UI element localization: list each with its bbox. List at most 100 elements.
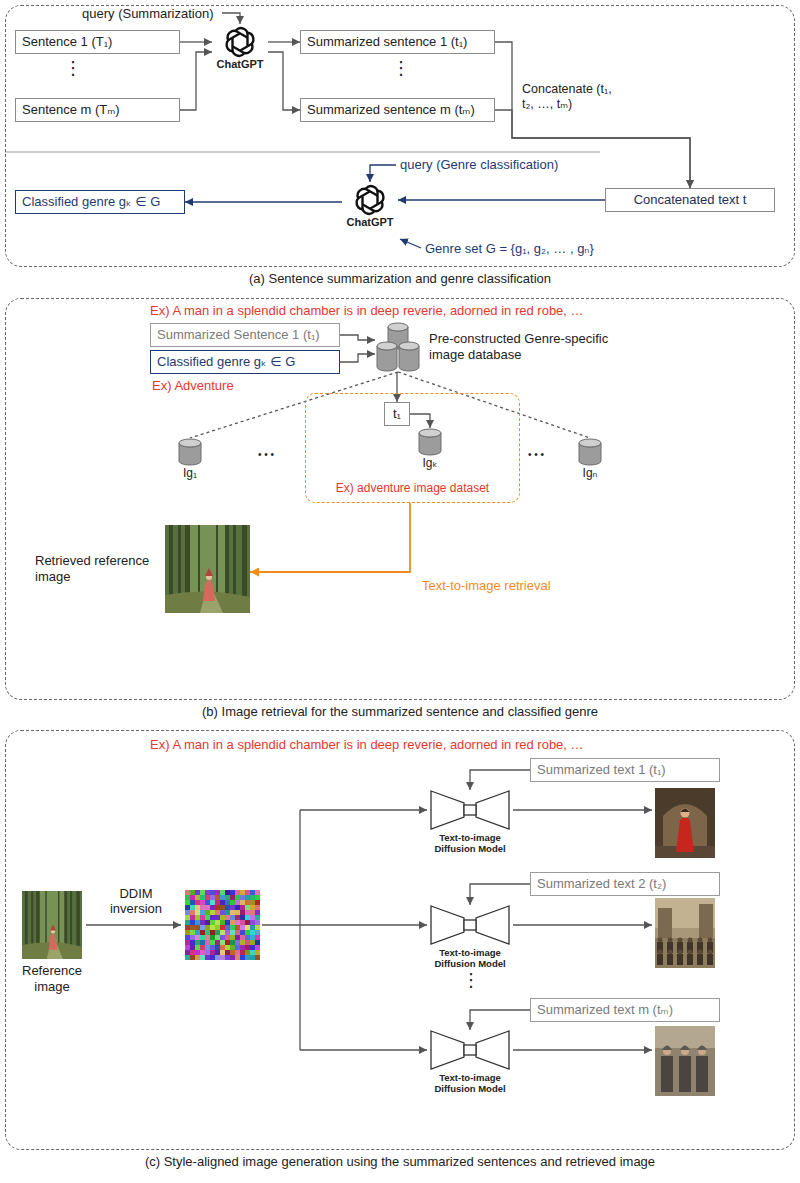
generated-image [655, 788, 715, 858]
noise-branch [300, 809, 427, 810]
unet-icon [430, 790, 510, 830]
illustration-part [220, 925, 225, 930]
reference-image: Reference image [12, 891, 92, 995]
illustration-part [215, 955, 220, 960]
illustration-part [230, 900, 235, 905]
illustration-part [245, 935, 250, 940]
illustration-part [185, 925, 190, 930]
illustration-part [205, 925, 210, 930]
node-text: t₁ [389, 405, 405, 423]
ellipsis: ⋮ [64, 58, 82, 78]
illustration-part [215, 910, 220, 915]
illustration-part [185, 915, 190, 920]
illustration-part [679, 1056, 691, 1092]
node-text: Igₙ [583, 466, 598, 481]
ellipsis: • • • [528, 447, 544, 462]
illustration-part [215, 920, 220, 925]
illustration-part [185, 955, 190, 960]
illustration-part [215, 900, 220, 905]
illustration-part [215, 940, 220, 945]
genre-box: Classified genre gₖ ∈ G [15, 190, 185, 214]
database-node: Pre-constructed Genre-specific image dat… [375, 322, 625, 372]
output-arrow [513, 924, 652, 925]
node-text: ChatGPT [342, 216, 398, 229]
node-text: Sentence m (Tₘ) [22, 101, 173, 119]
illustration-part [250, 940, 255, 945]
illustration-part [250, 895, 255, 900]
ellipsis: ⋮ [64, 58, 82, 78]
node-text: Classified genre gₖ ∈ G [22, 193, 178, 211]
illustration-part [235, 925, 240, 930]
illustration-part [658, 908, 672, 938]
illustration-part [255, 895, 260, 900]
illustration-part [245, 945, 250, 950]
illustration-part [190, 910, 195, 915]
illustration-part [185, 895, 190, 900]
node-text: Summarized sentence m (tₘ) [307, 101, 488, 119]
illustration-part [195, 890, 200, 895]
illustration-part [210, 895, 215, 900]
illustration-part [250, 950, 255, 955]
query-label: query (Genre classification) [400, 157, 558, 172]
concatenate-label: Concatenate (t₁, t₂, …, tₘ) [522, 82, 618, 112]
genre-set-label: Genre set G = {g₁, g₂, … , gₙ} [425, 241, 594, 256]
illustration-part [681, 809, 690, 818]
illustration-part [190, 915, 195, 920]
database-icon [375, 322, 421, 372]
illustration-part [230, 930, 235, 935]
concatenate-label: Concatenate (t₁, t₂, …, tₘ) [522, 82, 618, 112]
query-box: t₁ [384, 402, 410, 426]
illustration-part [190, 945, 195, 950]
query-label: query (Summarization) [82, 6, 214, 21]
illustration-part [356, 187, 377, 206]
illustration-part [240, 915, 245, 920]
edge-label: Text-to-image retrieval [422, 578, 551, 593]
illustration-part [190, 895, 195, 900]
illustration-part [235, 950, 240, 955]
illustration-part [377, 342, 397, 350]
illustration-part [200, 920, 205, 925]
illustration-part [240, 890, 245, 895]
illustration-part [688, 950, 693, 955]
illustration-part [50, 924, 56, 930]
illustration-part [205, 910, 210, 915]
illustration-part [200, 915, 205, 920]
illustration-part [215, 945, 220, 950]
arrow-connector [268, 41, 300, 42]
illustration-part [200, 905, 205, 910]
illustration-part [215, 895, 220, 900]
arrow-connector [340, 335, 375, 340]
illustration-part [225, 920, 230, 925]
illustration-part [250, 935, 255, 940]
illustration-part [220, 945, 225, 950]
illustration-part [190, 920, 195, 925]
illustration-part [240, 950, 245, 955]
illustration-part [464, 920, 476, 930]
node-text: Summarized text m (tₘ) [537, 1001, 713, 1019]
diffusion-model: Text-to-image Diffusion Model [420, 905, 520, 969]
illustration-part [230, 955, 235, 960]
illustration-part [215, 930, 220, 935]
query-label: query (Summarization) [82, 6, 214, 21]
illustration-part [230, 890, 235, 895]
illustration-part [200, 935, 205, 940]
illustration-part [676, 818, 694, 853]
illustration-part [250, 900, 255, 905]
illustration-part [185, 920, 190, 925]
dataset-cylinder: Igₙ [570, 438, 610, 481]
illustration-part [235, 935, 240, 940]
illustration-part [190, 935, 195, 940]
arrow-connector [340, 354, 375, 362]
illustration-part [215, 905, 220, 910]
illustration-part [185, 905, 190, 910]
illustration-part [235, 905, 240, 910]
illustration-part [179, 439, 201, 447]
illustration-part [235, 890, 240, 895]
dataset-cylinder: Ig₁ [170, 438, 210, 481]
illustration-part [226, 29, 247, 48]
illustration-part [655, 1026, 715, 1096]
query-arrow [370, 165, 396, 182]
illustration-part [579, 439, 601, 447]
illustration-part [431, 1031, 464, 1069]
illustration-part [195, 930, 200, 935]
